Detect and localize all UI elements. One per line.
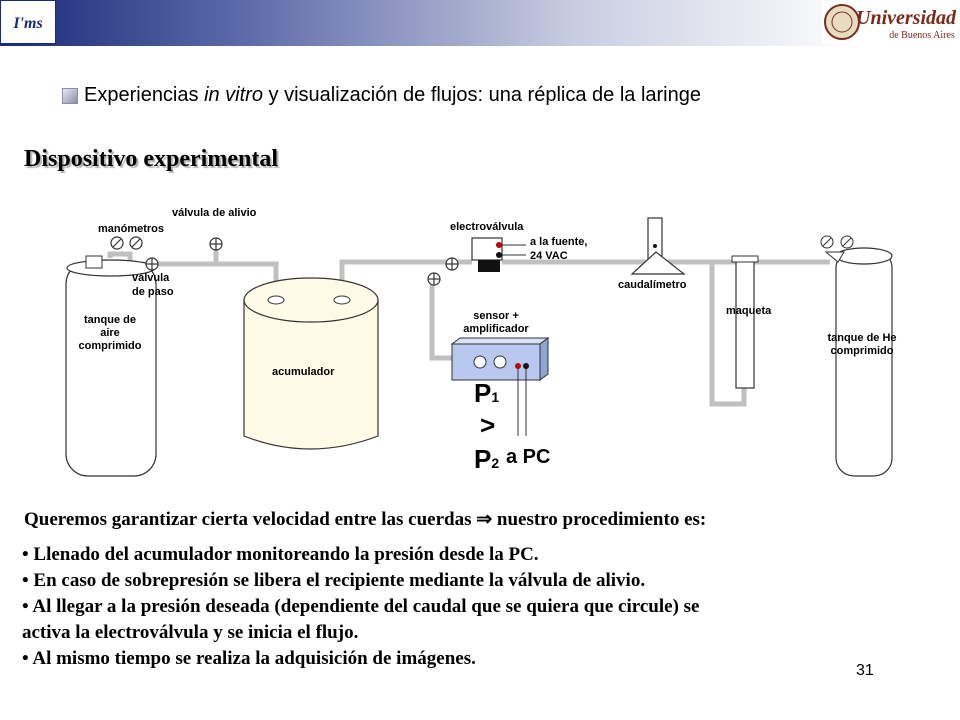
to-pc-label: a PC bbox=[506, 446, 551, 468]
uba-logo-name: Universidad bbox=[856, 7, 957, 29]
procedure-statement: Queremos garantizar cierta velocidad ent… bbox=[24, 509, 707, 530]
list-item: • Al mismo tiempo se realiza la adquisic… bbox=[22, 648, 476, 669]
page-number: 31 bbox=[856, 662, 874, 679]
pressure-greater-than: > bbox=[480, 410, 496, 440]
accumulator-label: acumulador bbox=[272, 366, 335, 378]
step-valve-label-2: de paso bbox=[132, 286, 174, 298]
experimental-setup-diagram bbox=[65, 217, 893, 477]
air-tank-icon bbox=[65, 255, 157, 477]
step-valve-label-1: válvula bbox=[132, 272, 170, 284]
pressure-p2: P2 bbox=[474, 444, 500, 474]
power-source-label-1: a la fuente, bbox=[530, 236, 588, 248]
ims-logo-text: I'ms bbox=[12, 15, 42, 32]
list-item: • Al llegar a la presión deseada (depend… bbox=[22, 596, 700, 617]
manometers-label: manómetros bbox=[98, 223, 165, 235]
accumulator-icon bbox=[243, 277, 379, 450]
section-title: Dispositivo experimental bbox=[24, 146, 278, 172]
helium-tank-icon bbox=[820, 235, 893, 477]
sensor-label: sensor + amplificador bbox=[463, 310, 529, 335]
uba-logo: Universidad de Buenos Aires bbox=[822, 0, 960, 44]
procedure-list: • Llenado del acumulador monitoreando la… bbox=[22, 542, 952, 672]
slide-title: Experiencias in vitro y visualización de… bbox=[84, 84, 701, 106]
helium-tank-label: tanque de He comprimido bbox=[827, 332, 897, 357]
list-item: activa la electroválvula y se inicia el … bbox=[22, 622, 359, 643]
larynx-model-icon bbox=[731, 255, 759, 389]
implies-arrow-icon: ⇒ bbox=[476, 509, 493, 530]
uba-logo-sub: de Buenos Aires bbox=[889, 30, 955, 41]
power-source-label-2: 24 VAC bbox=[530, 250, 568, 262]
solenoid-valve-icon bbox=[471, 237, 526, 272]
solenoid-valve-label: electroválvula bbox=[450, 221, 524, 233]
flowmeter-icon bbox=[630, 217, 686, 275]
list-item: • En caso de sobrepresión se libera el r… bbox=[22, 570, 646, 591]
air-tank-label: tanque de aire comprimido bbox=[78, 314, 142, 352]
sensor-amplifier-icon bbox=[450, 337, 550, 436]
pressure-p1: P1 bbox=[474, 378, 500, 408]
header-bar bbox=[0, 0, 960, 46]
manometer-icons bbox=[110, 236, 143, 250]
larynx-model-label: maqueta bbox=[726, 305, 772, 317]
flowmeter-label: caudalímetro bbox=[618, 279, 687, 291]
list-item: • Llenado del acumulador monitoreando la… bbox=[22, 544, 539, 565]
ims-logo: I'ms bbox=[0, 0, 56, 44]
title-bullet-icon bbox=[62, 88, 78, 104]
valve-icons bbox=[145, 237, 459, 286]
relief-valve-label: válvula de alivio bbox=[172, 207, 257, 219]
